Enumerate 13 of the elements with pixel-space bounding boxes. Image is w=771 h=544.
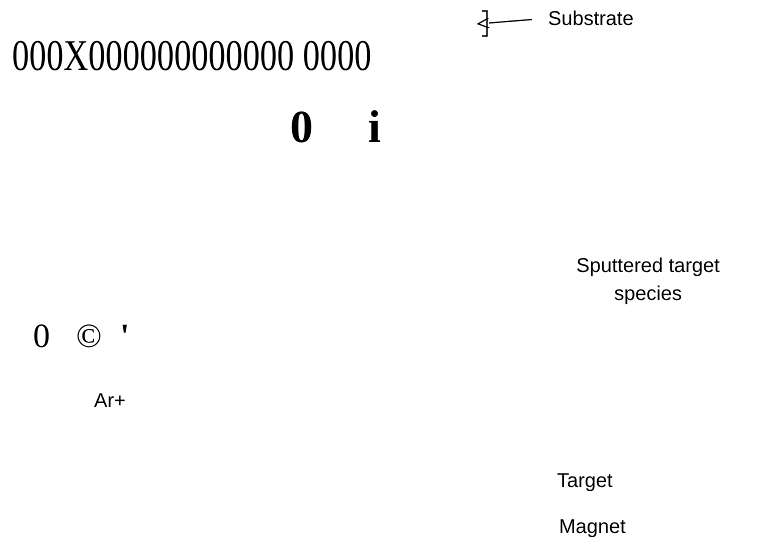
label: Ar+ xyxy=(94,390,126,413)
symbol-text: 0 xyxy=(290,100,313,153)
symbol-text: ' xyxy=(120,318,130,356)
symbol-text: © xyxy=(76,318,102,356)
label: Target xyxy=(557,470,613,493)
part-label: Substrate xyxy=(548,8,634,31)
symbol-text: i xyxy=(368,100,381,153)
label: Magnet xyxy=(559,516,626,539)
label: Sputtered target species xyxy=(575,254,721,307)
symbol-text: 000X000000000000 0000 xyxy=(12,30,372,81)
bracket-mark xyxy=(482,10,488,37)
symbol-text: 0 xyxy=(33,318,50,356)
leader-arrow xyxy=(477,17,532,29)
